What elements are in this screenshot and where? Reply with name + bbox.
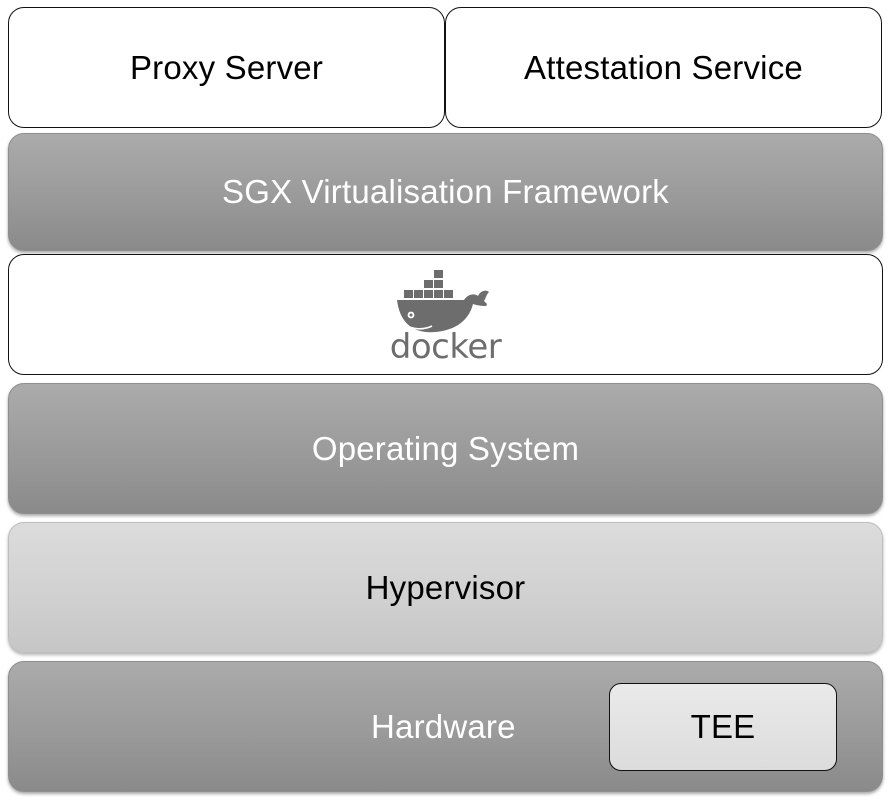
docker-layer: docker [8, 254, 883, 375]
sgx-framework-label: SGX Virtualisation Framework [222, 173, 669, 210]
hardware-layer: Hardware TEE [8, 661, 883, 792]
docker-wordmark: docker [389, 327, 502, 367]
operating-system-label: Operating System [311, 429, 580, 467]
attestation-service-layer: Attestation Service [445, 7, 882, 128]
hypervisor-layer: Hypervisor [8, 522, 883, 653]
proxy-server-label: Proxy Server [129, 48, 324, 86]
tee-box: TEE [609, 683, 837, 771]
hypervisor-label: Hypervisor [365, 568, 526, 606]
tee-label: TEE [690, 708, 756, 745]
docker-logo-icon [396, 269, 489, 332]
sgx-framework-layer: SGX Virtualisation Framework [8, 133, 883, 251]
proxy-server-layer: Proxy Server [8, 7, 445, 128]
operating-system-layer: Operating System [8, 383, 883, 514]
attestation-service-label: Attestation Service [524, 48, 803, 86]
hardware-label: Hardware [371, 708, 516, 745]
